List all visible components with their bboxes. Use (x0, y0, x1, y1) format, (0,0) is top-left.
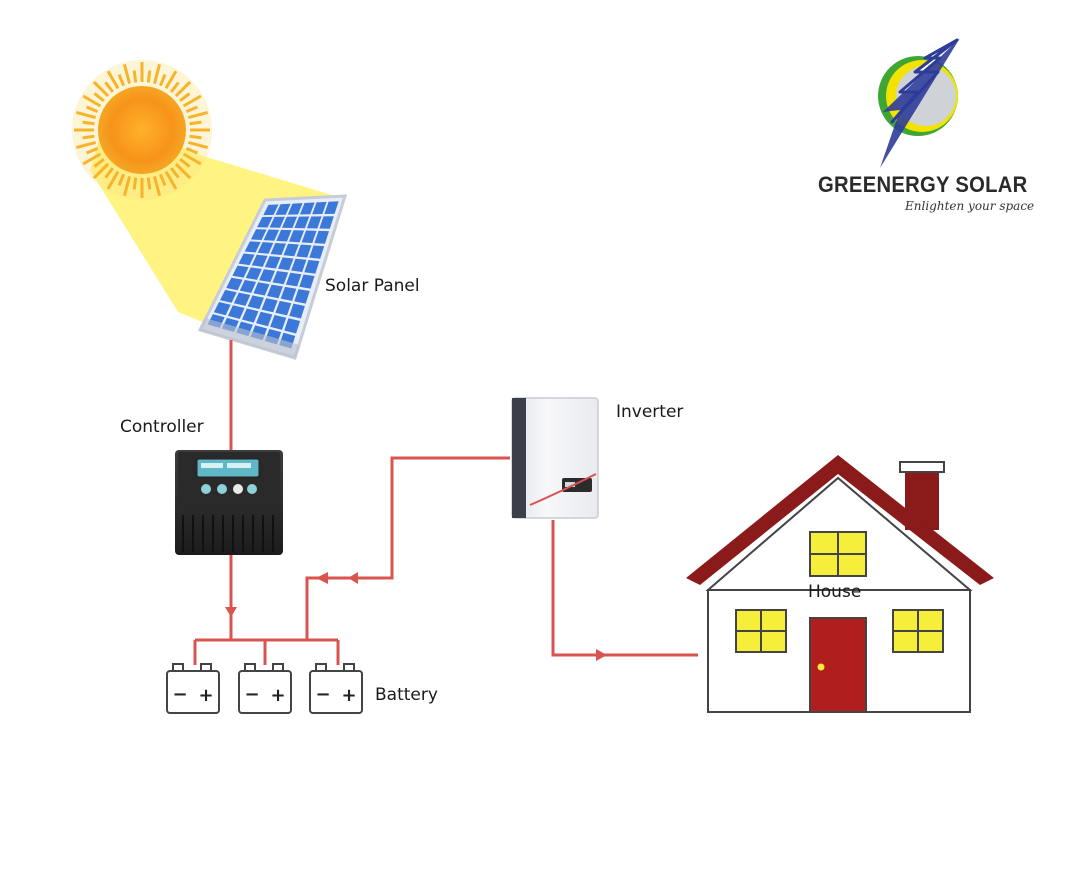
panel-cell (284, 318, 301, 334)
solar-panel-icon (197, 194, 348, 360)
panel-cell (264, 256, 281, 269)
brand-tagline: Enlighten your space (905, 199, 1035, 213)
panel-cell (283, 243, 299, 257)
panel-cell (319, 216, 334, 229)
panel-cell (257, 216, 273, 228)
arrow-left (316, 572, 328, 584)
battery-plus: + (198, 685, 213, 706)
panel-cell (239, 280, 257, 293)
panel-cell (291, 258, 307, 272)
panel-cell (304, 259, 320, 274)
battery-icon: −+ (309, 663, 363, 714)
panel-cell (269, 216, 285, 228)
label-battery: Battery (375, 685, 438, 705)
panel-cell (296, 244, 312, 258)
panel-cell (285, 272, 302, 287)
panel-cell (227, 305, 245, 319)
battery-minus: − (315, 684, 330, 705)
battery-bank: −+−+−+ (166, 663, 363, 714)
house-window-right (892, 609, 944, 653)
sun-icon (72, 60, 212, 200)
panel-cell (309, 245, 325, 259)
battery-plus: + (270, 685, 285, 706)
panel-cell (257, 242, 274, 254)
label-inverter: Inverter (616, 402, 684, 422)
panel-cell (245, 267, 262, 280)
label-house: House (808, 582, 862, 602)
panel-cell (277, 257, 294, 271)
panel-cell (241, 308, 259, 323)
panel-cell (259, 269, 276, 283)
panel-cell (213, 302, 231, 316)
house-window-left (735, 609, 787, 653)
label-controller: Controller (120, 417, 204, 437)
house-window-top (809, 531, 867, 577)
panel-cell (275, 203, 291, 215)
battery-minus: − (244, 684, 259, 705)
battery-icon: −+ (166, 663, 220, 714)
panel-cell (250, 229, 267, 241)
panel-cell (270, 242, 287, 256)
panel-cell (280, 286, 297, 301)
panel-cell (238, 253, 255, 266)
panel-cell (244, 241, 261, 253)
label-solar-panel: Solar Panel (325, 276, 420, 296)
panel-cell (267, 284, 283, 299)
panel-cell (301, 230, 317, 243)
panel-cell (263, 229, 280, 241)
battery-minus: − (172, 684, 187, 705)
panel-cell (294, 216, 310, 229)
charge-controller-icon (175, 450, 283, 555)
panel-cell (324, 201, 339, 215)
panel-cell (220, 289, 237, 303)
panel-cell (288, 230, 305, 243)
panel-cell (289, 303, 305, 319)
brand-name: GREENERGY SOLAR (818, 172, 1028, 197)
panel-cell (276, 229, 292, 242)
house-icon (686, 455, 994, 713)
panel-cell (299, 274, 315, 289)
panel-cell (272, 270, 289, 285)
battery-icon: −+ (238, 663, 292, 714)
arrow-right-house (596, 649, 607, 661)
arrow-right-battery (348, 572, 358, 584)
panel-cell (314, 230, 330, 244)
inverter-icon (511, 397, 599, 519)
panel-cell (299, 202, 315, 215)
panel-cell (287, 203, 303, 215)
arrow-down (225, 607, 237, 617)
panel-cell (247, 295, 264, 310)
panel-cell (294, 289, 310, 304)
wiring (193, 340, 698, 665)
lightning-bolt-icon (878, 38, 960, 168)
wire-inverter-house (551, 520, 698, 657)
panel-cell (232, 265, 249, 278)
panel-cell (263, 204, 279, 216)
battery-plus: + (341, 685, 356, 706)
panel-cell (275, 300, 292, 316)
panel-cell (226, 277, 243, 291)
panel-cell (251, 254, 268, 267)
panel-cell (233, 292, 251, 306)
panel-cell (312, 201, 327, 215)
panel-cell (256, 311, 273, 327)
panel-cell (261, 298, 278, 313)
wire-battery-inverter (305, 456, 510, 640)
panel-cell (253, 282, 270, 296)
panel-cell (281, 216, 298, 228)
panel-cell (306, 216, 322, 229)
panel-cell (270, 314, 287, 330)
